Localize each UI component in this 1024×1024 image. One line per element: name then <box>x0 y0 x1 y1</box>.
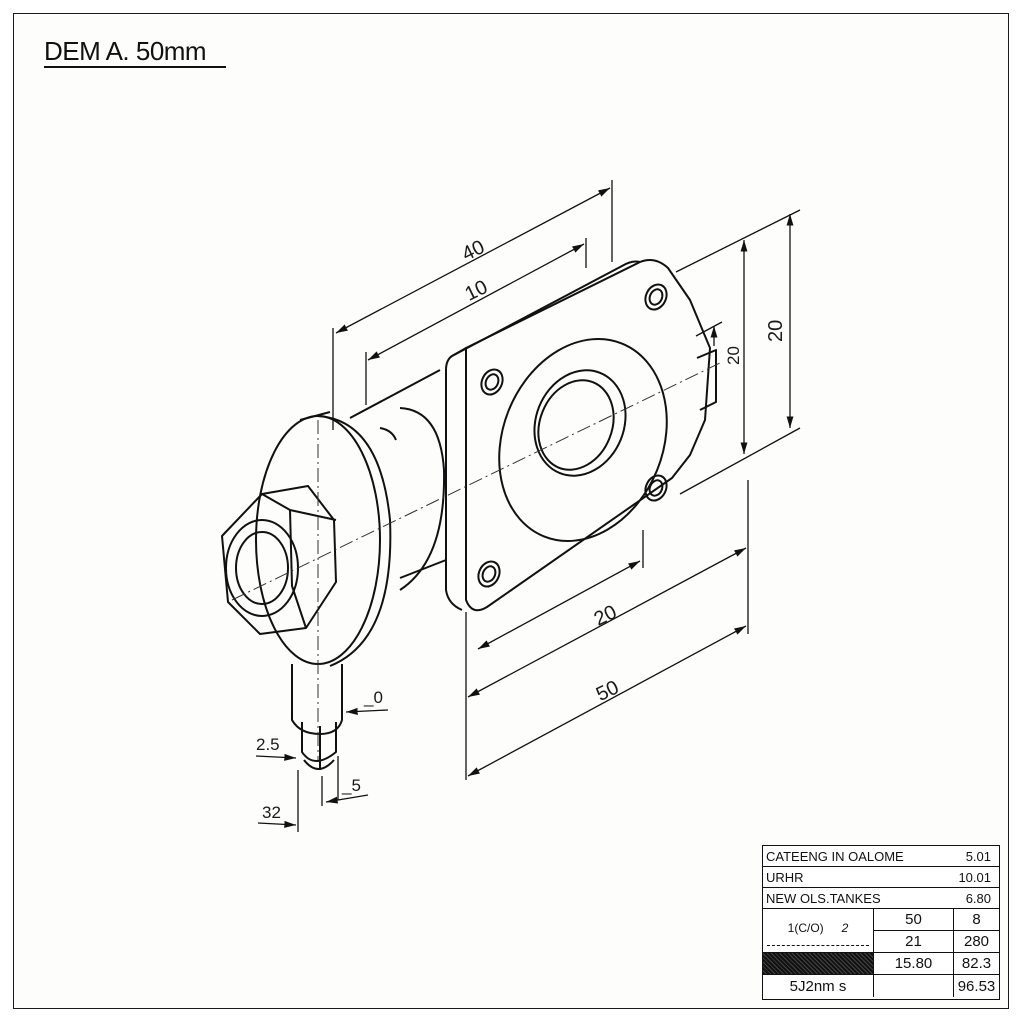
symbol-cell-mark: 2 <box>841 921 849 935</box>
title-block-row: CATEENG IN OALOME 5.01 <box>763 846 999 867</box>
grid-cell: 82.3 <box>954 953 999 975</box>
stem <box>291 664 343 770</box>
hex-nut <box>221 485 337 635</box>
dim-label-2-5: 2.5 <box>256 735 280 754</box>
body-cylinder <box>349 369 447 591</box>
drawing-sheet-border <box>13 13 1009 1009</box>
dim-label-10: 10 <box>461 276 491 306</box>
dimension-lines <box>255 180 801 832</box>
title-block: CATEENG IN OALOME 5.01 URHR 10.01 NEW OL… <box>762 845 1000 1000</box>
title-block-value: 5.01 <box>965 848 991 864</box>
title-block-value: 6.80 <box>965 890 991 906</box>
dim-label-5: _5 <box>341 776 361 795</box>
footer-label: 5J2nm s <box>789 977 847 995</box>
title-underline <box>44 66 226 68</box>
title-block-label: NEW OLS.TANKES <box>766 890 881 906</box>
title-block-row: URHR 10.01 <box>763 867 999 888</box>
footer-label-cell: 5J2nm s <box>763 975 874 997</box>
grid-cell: 96.53 <box>957 977 996 995</box>
symbol-cell-label: 1(C/O) <box>787 921 824 935</box>
dim-label-50: 50 <box>593 677 623 707</box>
title-block-label: URHR <box>766 869 804 885</box>
drawing-title: DEM A. 50mm <box>44 36 207 66</box>
dim-label-20-outer: 20 <box>765 320 787 342</box>
dim-label-32: 32 <box>262 803 281 822</box>
dim-label-40: 40 <box>458 236 488 266</box>
grid-cell: 50 <box>874 909 954 931</box>
title-block-value: 10.01 <box>958 869 991 885</box>
grid-cell <box>874 975 954 997</box>
centerline <box>231 361 723 760</box>
grid-cell: 280 <box>954 931 999 953</box>
title-block-label: CATEENG IN OALOME <box>766 848 904 864</box>
mounting-flange <box>445 259 717 612</box>
bolt-holes <box>477 283 668 588</box>
dim-label-20-step: 20 <box>724 346 743 365</box>
tolerance-symbol-cell: 1(C/O) 2 <box>763 909 874 953</box>
grid-cell: 15.80 <box>874 953 954 975</box>
title-block-grid: 1(C/O) 2 5J2nm s 50 21 15.80 8 280 82.3 … <box>763 909 999 999</box>
symbol-baseline <box>767 945 869 946</box>
title-block-row: NEW OLS.TANKES 6.80 <box>763 888 999 909</box>
hatched-cell <box>763 953 874 975</box>
grid-cell: 21 <box>874 931 954 953</box>
dim-label-stem-offset: _0 <box>363 688 383 707</box>
grid-cell: 8 <box>954 909 999 931</box>
dim-label-20-width: 20 <box>591 601 621 631</box>
